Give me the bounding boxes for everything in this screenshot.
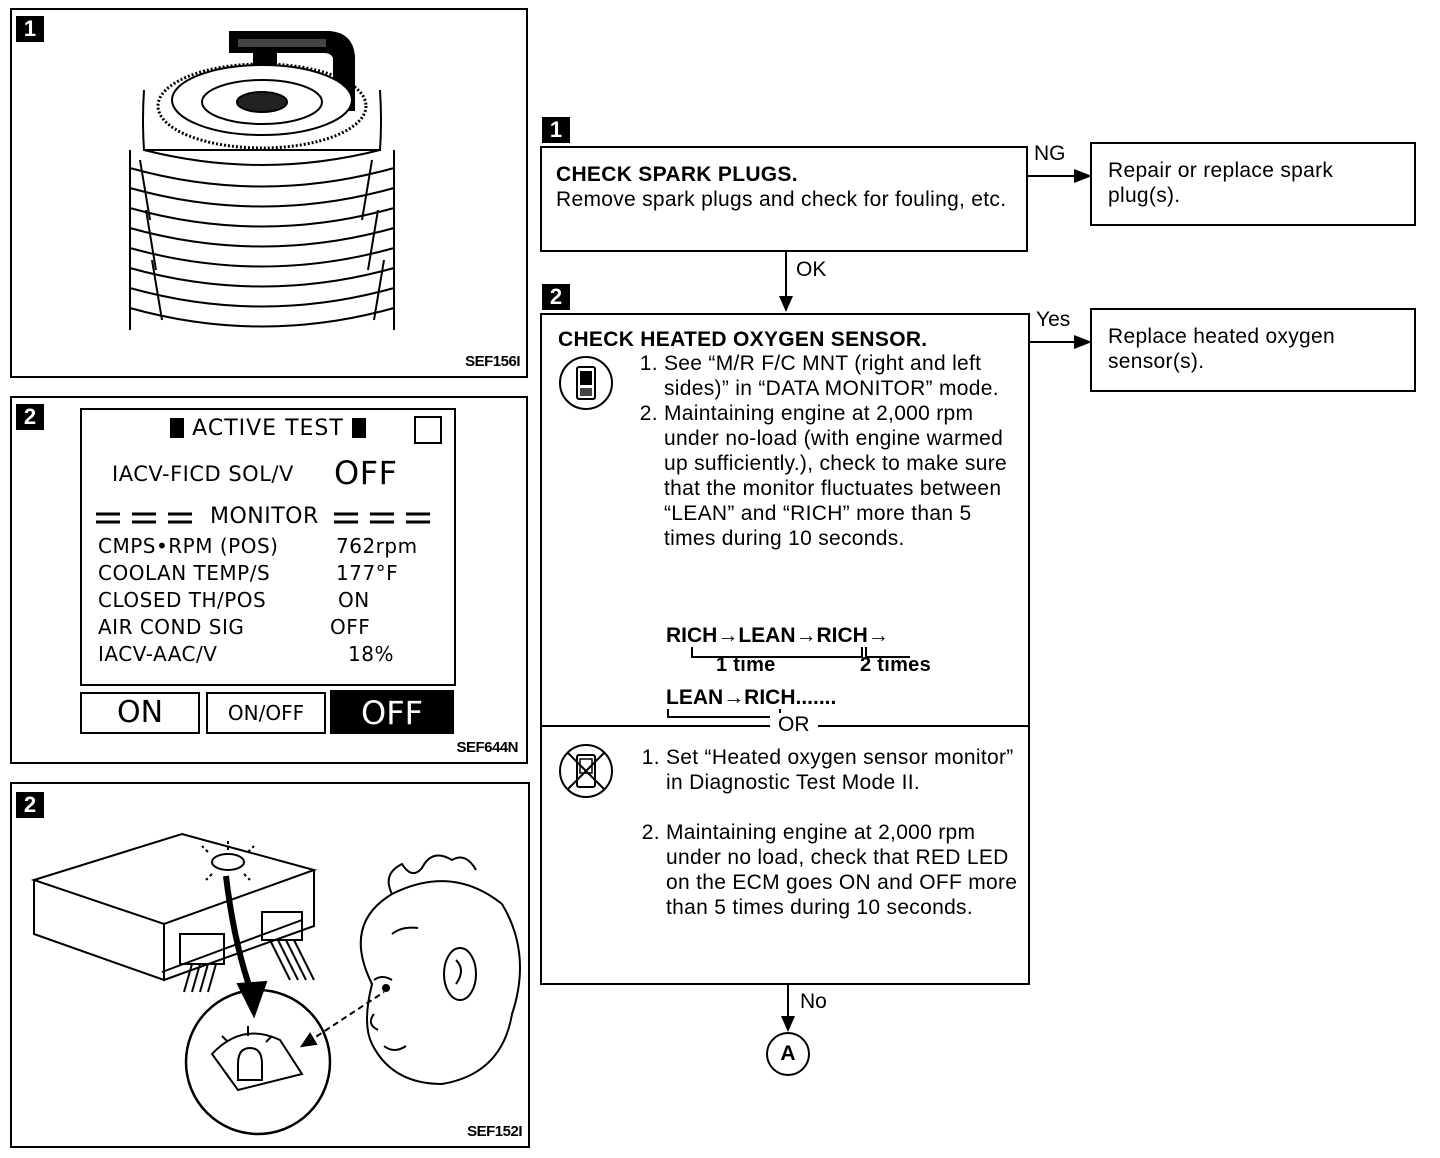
connector-a-label: A [780, 1042, 796, 1065]
print-icon[interactable] [414, 416, 442, 444]
monitor-row-name: COOLAN TEMP/S [98, 561, 271, 585]
step-badge: 1 [542, 117, 570, 143]
monitor-row-name: CMPS•RPM (POS) [98, 534, 279, 558]
divider-lines-left [96, 512, 192, 524]
figure-ecm-led: 2 [10, 782, 530, 1148]
ng-result-text: Repair or replace spark plug(s). [1108, 159, 1334, 207]
monitor-row-name: CLOSED TH/POS [98, 588, 267, 612]
yes-result-text: Replace heated oxygen sensor(s). [1108, 325, 1335, 373]
figure-badge: 2 [16, 792, 44, 818]
ng-label: NG [1034, 142, 1066, 165]
yes-result-box: Replace heated oxygen sensor(s). [1090, 308, 1416, 392]
monitor-divider: MONITOR [94, 504, 450, 532]
divider-lines-right [334, 512, 430, 524]
on-button[interactable]: ON [80, 692, 200, 734]
consult-screen: ACTIVE TEST IACV-FICD SOL/V OFF MONITOR … [80, 408, 456, 686]
monitor-row-value: ON [338, 588, 370, 612]
monitor-row-value: 762rpm [336, 534, 418, 558]
divider-label: MONITOR [210, 504, 319, 529]
figure-code: SEF156I [465, 353, 520, 370]
step-badge: 2 [542, 284, 570, 310]
with-tool-step: Maintaining engine at 2,000 rpm under no… [664, 401, 1018, 551]
sequence-lean-rich: LEAN→RICH....... [666, 686, 837, 709]
test-item-name: IACV-FICD SOL/V [112, 462, 294, 486]
monitor-row-name: AIR COND SIG [98, 615, 245, 639]
step2-box: CHECK HEATED OXYGEN SENSOR. See “M/R F/C… [540, 313, 1030, 985]
step2-title: CHECK HEATED OXYGEN SENSOR. [558, 328, 928, 351]
step1-box: CHECK SPARK PLUGS. Remove spark plugs an… [540, 146, 1028, 252]
sequence-two-times: 2 times [860, 654, 932, 676]
ng-result-box: Repair or replace spark plug(s). [1090, 142, 1416, 226]
step1-body: Remove spark plugs and check for fouling… [556, 188, 1007, 211]
spark-plug-illustration [129, 31, 395, 330]
square-marker-icon [170, 418, 185, 438]
monitor-row-name: IACV-AAC/V [98, 642, 218, 666]
monitor-row-value: OFF [330, 615, 371, 639]
yes-label: Yes [1036, 308, 1071, 331]
ok-label: OK [796, 258, 827, 281]
figure-badge: 1 [16, 16, 44, 42]
off-button[interactable]: OFF [330, 690, 454, 734]
consult-tool-icon [559, 356, 613, 410]
figure-badge: 2 [16, 404, 44, 430]
figure-spark-plug: 1 [10, 8, 528, 378]
sequence-brackets [691, 647, 910, 658]
step1-title: CHECK SPARK PLUGS. [556, 163, 798, 186]
without-tool-step: Set “Heated oxygen sensor monitor” in Di… [666, 745, 1020, 795]
screen-title-bar: ACTIVE TEST [82, 416, 454, 441]
without-tool-step: Maintaining engine at 2,000 rpm under no… [666, 820, 1020, 920]
sequence-one-time: 1 time [716, 654, 776, 676]
no-label: No [800, 990, 827, 1013]
on-off-button[interactable]: ON/OFF [206, 692, 326, 734]
connector-a[interactable]: A [766, 1032, 810, 1076]
figure-code: SEF152I [467, 1123, 522, 1140]
no-tool-icon [559, 744, 613, 798]
figure-code: SEF644N [456, 739, 518, 756]
without-tool-steps: Set “Heated oxygen sensor monitor” in Di… [630, 745, 1020, 920]
figure-active-test: 2 ACTIVE TEST IACV-FICD SOL/V OFF MONITO… [10, 396, 528, 764]
screen-title: ACTIVE TEST [192, 416, 344, 441]
or-label: OR [770, 713, 818, 737]
with-tool-steps: See “M/R F/C MNT (right and left sides)”… [628, 351, 1018, 551]
test-item-value: OFF [334, 454, 398, 492]
ecm-led-illustration [30, 832, 521, 1136]
monitor-row-value: 18% [348, 642, 394, 666]
square-marker-icon [351, 418, 366, 438]
monitor-row-value: 177°F [336, 561, 399, 585]
with-tool-step: See “M/R F/C MNT (right and left sides)”… [664, 351, 1018, 401]
sequence-rich-lean: RICH→LEAN→RICH→ [666, 624, 889, 647]
